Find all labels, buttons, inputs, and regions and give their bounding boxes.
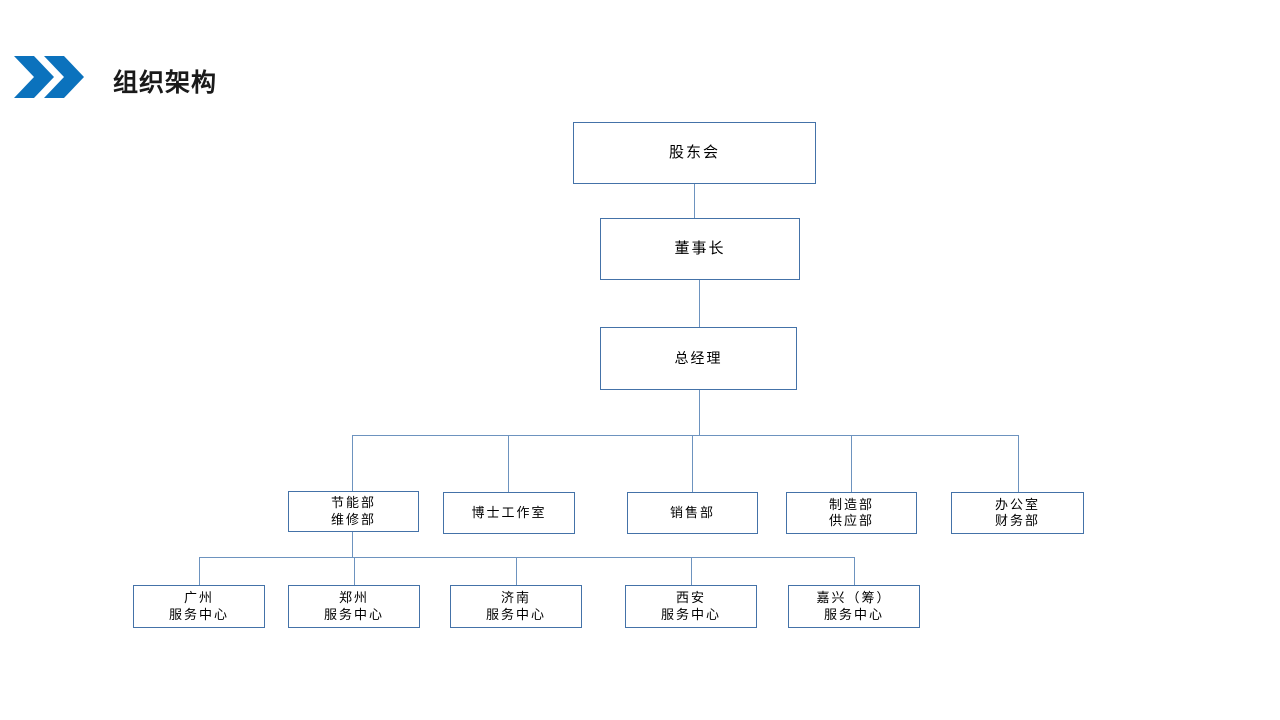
connector-level4-bus: [352, 435, 1019, 436]
node-service-guangzhou[interactable]: 广州 服务中心: [133, 585, 265, 628]
connector-drop-service-xian: [691, 557, 692, 585]
node-label-line1: 总经理: [674, 349, 723, 366]
node-service-jiaxing[interactable]: 嘉兴（筹） 服务中心: [788, 585, 920, 628]
node-label-line1: 节能部: [330, 495, 376, 511]
node-label-line2: 服务中心: [660, 606, 721, 622]
node-general-manager[interactable]: 总经理: [600, 327, 797, 390]
connector-drop-service-guangzhou: [199, 557, 200, 585]
node-label-line1: 博士工作室: [471, 504, 547, 520]
node-label-line1: 制造部: [828, 496, 874, 512]
node-service-xian[interactable]: 西安 服务中心: [625, 585, 757, 628]
node-sales[interactable]: 销售部: [627, 492, 758, 534]
node-label-line2: 服务中心: [168, 606, 229, 622]
connector-drop-energy-maintenance: [352, 435, 353, 491]
connector-energy-maintenance-stem: [352, 532, 353, 557]
connector-drop-service-jinan: [516, 557, 517, 585]
node-office-finance[interactable]: 办公室 财务部: [951, 492, 1084, 534]
page-title: 组织架构: [113, 69, 218, 97]
node-service-jinan[interactable]: 济南 服务中心: [450, 585, 582, 628]
connector-drop-service-zhengzhou: [354, 557, 355, 585]
connector-drop-service-jiaxing: [854, 557, 855, 585]
connector-drop-office-finance: [1018, 435, 1019, 492]
connector-general-manager-stem: [699, 390, 700, 435]
node-shareholders[interactable]: 股东会: [573, 122, 816, 184]
node-label-line2: 维修部: [330, 511, 376, 527]
node-manufacture-supply[interactable]: 制造部 供应部: [786, 492, 917, 534]
node-label-line2: 财务部: [994, 513, 1040, 528]
node-label-line1: 股东会: [668, 143, 720, 161]
page-header: 组织架构: [0, 0, 1280, 120]
node-label-line1: 西安: [675, 590, 706, 606]
node-label-line1: 办公室: [994, 496, 1040, 512]
node-label-line1: 济南: [500, 590, 531, 606]
connector-shareholders-chairman: [694, 184, 695, 218]
node-label-line2: 服务中心: [323, 606, 384, 622]
node-label-line1: 郑州: [338, 590, 369, 606]
node-label-line1: 董事长: [674, 239, 726, 257]
node-energy-maintenance[interactable]: 节能部 维修部: [288, 491, 419, 532]
node-label-line2: 供应部: [828, 513, 874, 528]
node-label-line1: 广州: [183, 590, 214, 606]
node-service-zhengzhou[interactable]: 郑州 服务中心: [288, 585, 420, 628]
node-label-line1: 销售部: [669, 504, 715, 520]
double-chevron-icon: [14, 56, 86, 98]
node-chairman[interactable]: 董事长: [600, 218, 800, 280]
node-label-line2: 服务中心: [823, 606, 884, 622]
connector-drop-manufacture-supply: [851, 435, 852, 492]
node-label-line1: 嘉兴（筹）: [816, 590, 892, 606]
connector-drop-doctoral-studio: [508, 435, 509, 492]
connector-chairman-general-manager: [699, 280, 700, 327]
connector-drop-sales: [692, 435, 693, 492]
node-label-line2: 服务中心: [485, 606, 546, 622]
node-doctoral-studio[interactable]: 博士工作室: [443, 492, 575, 534]
connector-level5-bus: [199, 557, 855, 558]
